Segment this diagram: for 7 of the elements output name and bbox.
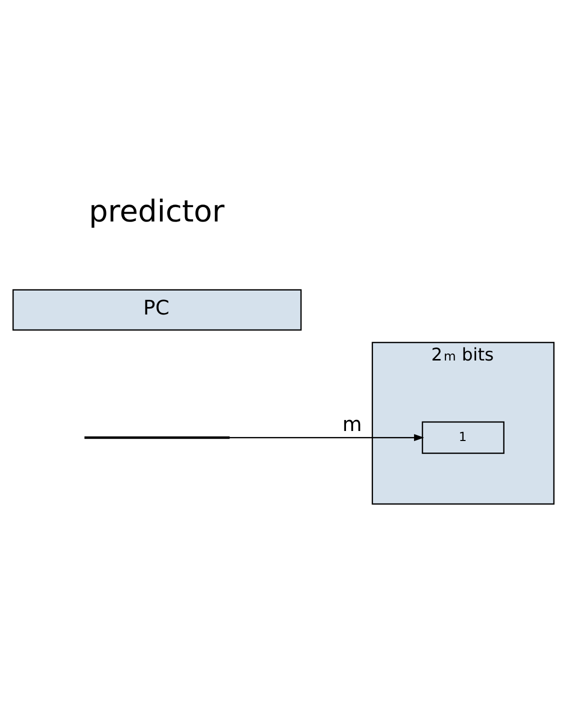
label: predictor <box>88 194 224 230</box>
node-bar <box>84 436 230 439</box>
node-box: 1 <box>422 421 504 454</box>
arrow <box>229 434 424 442</box>
edge-label: m <box>342 412 362 436</box>
cluster <box>372 342 555 505</box>
node-box: PC <box>12 289 302 331</box>
